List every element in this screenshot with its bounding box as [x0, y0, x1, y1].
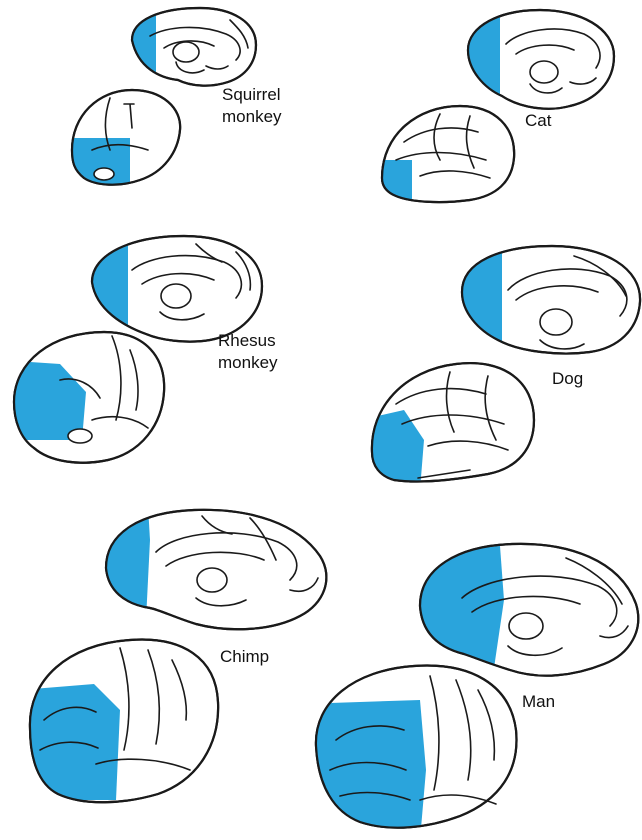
- label-squirrel-monkey: Squirrel monkey: [222, 84, 282, 128]
- dog-lateral-brain: [360, 363, 534, 490]
- rhesus-monkey-lateral-brain: [0, 332, 164, 463]
- label-rhesus-monkey: Rhesus monkey: [218, 330, 278, 374]
- prefrontal-highlight: [452, 240, 502, 360]
- chimp-lateral-brain: [20, 640, 218, 803]
- label-man: Man: [522, 691, 555, 713]
- prefrontal-highlight: [60, 138, 130, 198]
- man-medial-brain: [410, 544, 638, 676]
- prefrontal-highlight: [410, 546, 504, 668]
- prefrontal-highlight: [372, 160, 412, 210]
- man-lateral-brain: [300, 666, 517, 840]
- dog-medial-brain: [452, 240, 640, 360]
- cat-lateral-brain: [372, 106, 514, 210]
- label-dog: Dog: [552, 368, 583, 390]
- squirrel-monkey-lateral-brain: [60, 90, 180, 198]
- prefrontal-highlight: [120, 0, 156, 100]
- cat-medial-brain: [460, 0, 614, 120]
- label-chimp: Chimp: [220, 646, 269, 668]
- label-cat: Cat: [525, 110, 551, 132]
- chimp-medial-brain: [96, 506, 326, 629]
- prefrontal-highlight: [96, 506, 150, 620]
